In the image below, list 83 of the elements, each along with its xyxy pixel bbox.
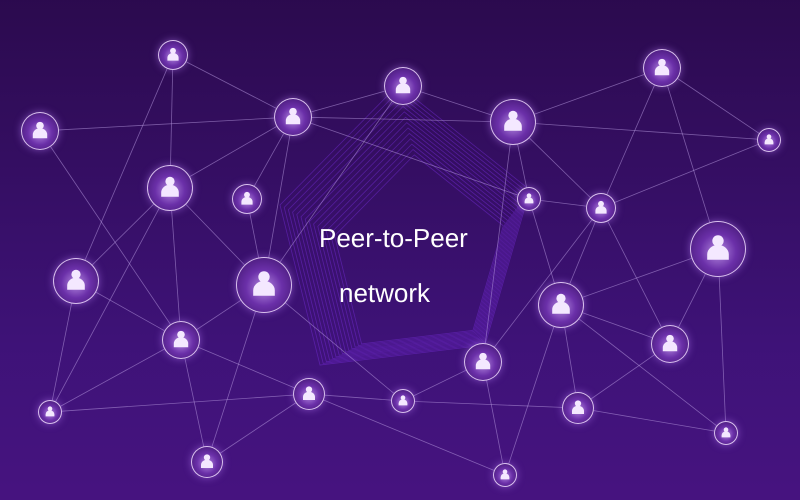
person-node <box>274 98 312 136</box>
connection-line <box>254 133 284 186</box>
connection-line <box>190 126 277 177</box>
person-node <box>490 99 536 145</box>
connection-line <box>268 135 290 258</box>
connection-line <box>220 402 296 454</box>
connection-line <box>414 401 562 408</box>
title-text: network <box>339 278 430 309</box>
connection-line <box>484 144 511 344</box>
person-node <box>493 463 517 487</box>
person-node <box>643 49 681 87</box>
connection-line <box>593 410 715 432</box>
connection-line <box>508 326 554 464</box>
connection-line <box>606 85 655 195</box>
connection-line <box>614 144 758 203</box>
person-node <box>293 378 325 410</box>
connection-line <box>171 210 180 322</box>
person-node <box>690 221 746 277</box>
connection-line <box>678 274 706 328</box>
person-node <box>21 112 59 150</box>
person-node <box>191 446 223 478</box>
person-node <box>562 392 594 424</box>
connection-line <box>310 122 518 196</box>
connection-line <box>198 346 295 388</box>
connection-line <box>486 380 504 464</box>
person-node <box>757 128 781 152</box>
title-text: Peer-to-Peer <box>319 223 468 254</box>
person-node <box>586 193 616 223</box>
connection-line <box>50 146 171 325</box>
connection-line <box>196 300 242 330</box>
connection-line <box>569 221 596 284</box>
connection-line <box>420 92 492 116</box>
person-node <box>464 343 502 381</box>
person-node <box>158 40 188 70</box>
connection-line <box>529 138 591 198</box>
connection-line <box>285 302 394 394</box>
connection-line <box>250 213 259 258</box>
connection-line <box>667 86 710 223</box>
person-node <box>236 257 292 313</box>
connection-line <box>536 123 758 140</box>
connection-line <box>323 400 494 471</box>
connection-line <box>582 258 692 298</box>
connection-line <box>517 144 527 188</box>
connection-line <box>186 204 245 266</box>
connection-line <box>413 370 466 396</box>
connection-line <box>170 70 174 166</box>
connection-line <box>92 204 154 266</box>
connection-line <box>84 68 168 260</box>
connection-line <box>312 117 490 122</box>
connection-line <box>494 220 592 348</box>
connection-line <box>677 78 760 134</box>
person-node <box>232 184 262 214</box>
connection-line <box>532 210 555 284</box>
connection-line <box>310 90 386 112</box>
person-node <box>391 389 415 413</box>
connection-line <box>186 61 277 109</box>
person-node <box>517 187 541 211</box>
person-node <box>38 400 62 424</box>
connection-line <box>58 118 274 130</box>
connection-line <box>534 74 645 115</box>
connection-line <box>280 101 393 262</box>
connection-line <box>184 358 204 447</box>
connection-line <box>52 303 72 401</box>
person-node <box>651 325 689 363</box>
person-node <box>538 282 584 328</box>
connection-line <box>582 312 652 338</box>
person-node <box>147 165 193 211</box>
connection-line <box>96 292 165 332</box>
connection-line <box>564 327 576 393</box>
connection-line <box>540 200 587 207</box>
connection-line <box>55 208 160 402</box>
person-node <box>162 321 200 359</box>
person-node <box>384 67 422 105</box>
connection-line <box>62 394 294 412</box>
connection-line <box>590 354 655 400</box>
connection-line <box>578 318 717 426</box>
connection-line <box>607 220 662 328</box>
connection-line <box>60 348 165 407</box>
connection-line <box>718 276 726 422</box>
connection-line <box>212 311 256 448</box>
connection-line <box>324 394 392 400</box>
person-node <box>714 421 738 445</box>
person-node <box>53 258 99 304</box>
